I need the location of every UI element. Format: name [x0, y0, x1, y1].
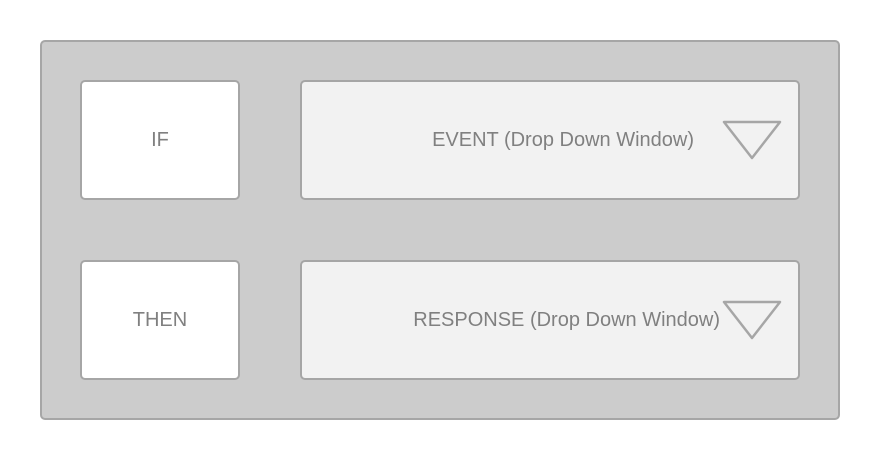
triangle-down-icon[interactable] — [722, 300, 782, 340]
event-dropdown-value: EVENT (Drop Down Window) — [432, 129, 694, 151]
if-label-box: IF — [80, 80, 240, 200]
triangle-down-icon[interactable] — [722, 120, 782, 160]
response-dropdown[interactable]: RESPONSE (Drop Down Window) — [300, 260, 800, 380]
rule-builder-panel: IF EVENT (Drop Down Window) THEN RESPONS… — [40, 40, 840, 420]
if-label: IF — [151, 128, 169, 151]
response-dropdown-value: RESPONSE (Drop Down Window) — [413, 309, 720, 331]
then-label: THEN — [132, 308, 188, 331]
event-dropdown[interactable]: EVENT (Drop Down Window) — [300, 80, 800, 200]
then-label-box: THEN — [80, 260, 240, 380]
